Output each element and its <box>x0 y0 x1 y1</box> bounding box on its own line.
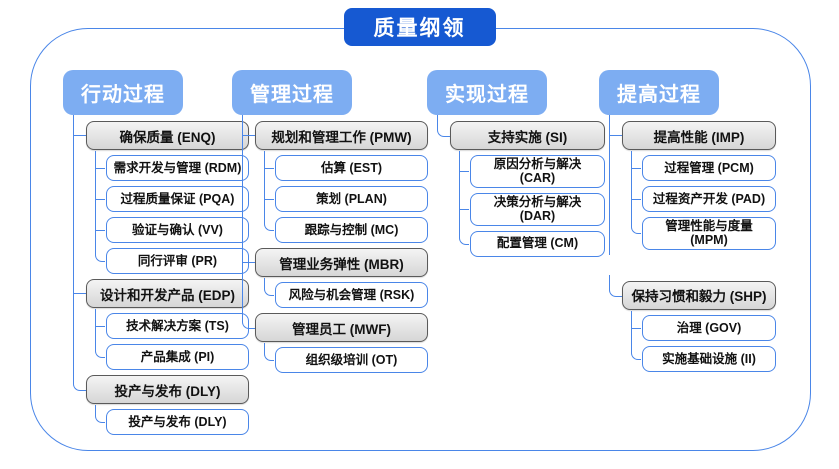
item-box-3-1-0: 治理 (GOV) <box>631 310 776 345</box>
column-header-1: 管理过程 <box>232 70 352 115</box>
item-box-1-1-0: 风险与机会管理 (RSK) <box>264 278 428 308</box>
group-box-0-0: 确保质量 (ENQ) <box>86 121 249 150</box>
item-box-2-0-0: 原因分析与解决 (CAR) <box>459 151 605 192</box>
item-box-1-0-2: 跟踪与控制 (MC) <box>264 213 428 243</box>
item-list-0-2: 投产与发布 (DLY) <box>95 405 249 435</box>
column-header-2: 实现过程 <box>427 70 547 115</box>
column-header-3: 提高过程 <box>599 70 719 115</box>
item-box-0-1-1: 产品集成 (PI) <box>95 340 249 370</box>
item-box-0-0-2: 验证与确认 (VV) <box>95 213 249 247</box>
group-box-0-1: 设计和开发产品 (EDP) <box>86 279 249 308</box>
item-list-2-0: 原因分析与解决 (CAR)决策分析与解决 (DAR)配置管理 (CM) <box>459 151 605 257</box>
group-0-2: 投产与发布 (DLY)投产与发布 (DLY) <box>73 369 249 435</box>
group-list-1: 规划和管理工作 (PMW)估算 (EST)策划 (PLAN)跟踪与控制 (MC)… <box>242 115 428 373</box>
item-list-1-0: 估算 (EST)策划 (PLAN)跟踪与控制 (MC) <box>264 151 428 243</box>
column-3: 提高过程提高性能 (IMP)过程管理 (PCM)过程资产开发 (PAD)管理性能… <box>599 70 776 372</box>
item-box-0-0-3: 同行评审 (PR) <box>95 244 249 274</box>
item-box-3-0-1: 过程资产开发 (PAD) <box>631 182 776 216</box>
column-2: 实现过程支持实施 (SI)原因分析与解决 (CAR)决策分析与解决 (DAR)配… <box>427 70 605 257</box>
item-list-0-0: 需求开发与管理 (RDM)过程质量保证 (PQA)验证与确认 (VV)同行评审 … <box>95 151 249 274</box>
group-box-0-2: 投产与发布 (DLY) <box>86 375 249 404</box>
column-0: 行动过程确保质量 (ENQ)需求开发与管理 (RDM)过程质量保证 (PQA)验… <box>63 70 249 435</box>
group-box-3-0: 提高性能 (IMP) <box>622 121 776 150</box>
item-box-2-0-2: 配置管理 (CM) <box>459 226 605 257</box>
item-box-1-0-1: 策划 (PLAN) <box>264 182 428 216</box>
group-list-3: 提高性能 (IMP)过程管理 (PCM)过程资产开发 (PAD)管理性能与度量 … <box>609 115 776 372</box>
group-2-0: 支持实施 (SI)原因分析与解决 (CAR)决策分析与解决 (DAR)配置管理 … <box>437 115 605 257</box>
group-3-1: 保持习惯和毅力 (SHP)治理 (GOV)实施基础设施 (II) <box>609 274 776 372</box>
item-box-0-2-0: 投产与发布 (DLY) <box>95 405 249 435</box>
group-list-0: 确保质量 (ENQ)需求开发与管理 (RDM)过程质量保证 (PQA)验证与确认… <box>73 115 249 435</box>
group-3-0: 提高性能 (IMP)过程管理 (PCM)过程资产开发 (PAD)管理性能与度量 … <box>609 115 776 255</box>
diagram-title: 质量纲领 <box>343 8 496 46</box>
item-list-0-1: 技术解决方案 (TS)产品集成 (PI) <box>95 309 249 370</box>
group-1-0: 规划和管理工作 (PMW)估算 (EST)策划 (PLAN)跟踪与控制 (MC) <box>242 115 428 248</box>
group-0-1: 设计和开发产品 (EDP)技术解决方案 (TS)产品集成 (PI) <box>73 273 249 375</box>
item-box-0-0-0: 需求开发与管理 (RDM) <box>95 151 249 185</box>
group-1-2: 管理员工 (MWF)组织级培训 (OT) <box>242 307 428 373</box>
column-1: 管理过程规划和管理工作 (PMW)估算 (EST)策划 (PLAN)跟踪与控制 … <box>232 70 428 373</box>
item-list-3-0: 过程管理 (PCM)过程资产开发 (PAD)管理性能与度量 (MPM) <box>631 151 776 250</box>
group-box-1-2: 管理员工 (MWF) <box>255 313 428 342</box>
group-box-1-0: 规划和管理工作 (PMW) <box>255 121 428 150</box>
group-box-2-0: 支持实施 (SI) <box>450 121 605 150</box>
item-box-1-2-0: 组织级培训 (OT) <box>264 343 428 373</box>
item-box-2-0-1: 决策分析与解决 (DAR) <box>459 188 605 230</box>
group-1-1: 管理业务弹性 (MBR)风险与机会管理 (RSK) <box>242 242 428 313</box>
column-header-0: 行动过程 <box>63 70 183 115</box>
group-box-1-1: 管理业务弹性 (MBR) <box>255 248 428 277</box>
group-box-3-1: 保持习惯和毅力 (SHP) <box>622 280 776 310</box>
item-list-1-1: 风险与机会管理 (RSK) <box>264 278 428 308</box>
item-box-1-0-0: 估算 (EST) <box>264 151 428 185</box>
item-box-3-0-0: 过程管理 (PCM) <box>631 151 776 185</box>
group-list-2: 支持实施 (SI)原因分析与解决 (CAR)决策分析与解决 (DAR)配置管理 … <box>437 115 605 257</box>
item-list-1-2: 组织级培训 (OT) <box>264 343 428 373</box>
item-box-0-1-0: 技术解决方案 (TS) <box>95 309 249 343</box>
item-box-3-1-1: 实施基础设施 (II) <box>631 341 776 372</box>
item-box-0-0-1: 过程质量保证 (PQA) <box>95 182 249 216</box>
item-list-3-1: 治理 (GOV)实施基础设施 (II) <box>631 310 776 372</box>
group-0-0: 确保质量 (ENQ)需求开发与管理 (RDM)过程质量保证 (PQA)验证与确认… <box>73 115 249 279</box>
item-box-3-0-2: 管理性能与度量 (MPM) <box>631 213 776 250</box>
